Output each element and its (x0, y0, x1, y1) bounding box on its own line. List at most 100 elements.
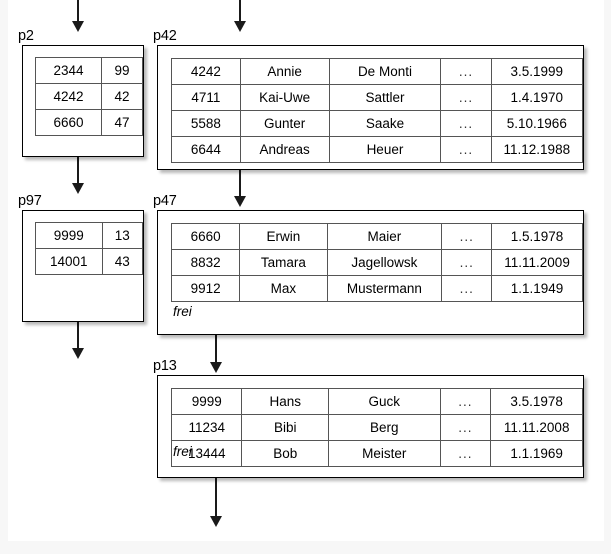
row-more: ... (440, 84, 492, 111)
index-pointer: 43 (101, 248, 144, 275)
arrow-out-of-p97-head (72, 348, 84, 359)
arrow-into-p2 (77, 0, 79, 23)
data-table-p13: 9999 Hans Guck ... 3.5.1978 11234 Bibi B… (170, 388, 583, 467)
row-firstname: Gunter (239, 110, 330, 137)
index-table-p97: 9999 13 14001 43 (35, 222, 144, 275)
index-key: 6660 (35, 109, 102, 136)
row-lastname: Sattler (328, 84, 442, 111)
index-pointer: 42 (101, 83, 143, 110)
row-firstname: Hans (241, 388, 330, 415)
index-pointer: 99 (101, 57, 143, 84)
row-id: 9999 (170, 388, 243, 415)
arrow-p42-to-p47 (239, 168, 241, 201)
arrow-out-of-p13-head (210, 516, 222, 527)
row-firstname: Bibi (241, 414, 330, 441)
row-lastname: Meister (328, 440, 441, 467)
table-row[interactable]: 6660 Erwin Maier ... 1.5.1978 (170, 223, 583, 250)
row-date: 1.1.1949 (491, 275, 583, 302)
table-row[interactable]: 9912 Max Mustermann ... 1.1.1949 (170, 275, 583, 302)
table-row[interactable]: 9999 13 (35, 222, 144, 249)
node-label-p2: p2 (18, 28, 34, 44)
row-more: ... (440, 136, 492, 163)
row-id: 9912 (170, 275, 241, 302)
row-more: ... (441, 275, 493, 302)
row-date: 3.5.1999 (490, 58, 584, 85)
data-table-p42: 4242 Annie De Monti ... 3.5.1999 4711 Ka… (171, 58, 584, 163)
table-row[interactable]: 4242 Annie De Monti ... 3.5.1999 (171, 58, 584, 85)
data-node-p42[interactable]: 4242 Annie De Monti ... 3.5.1999 4711 Ka… (157, 45, 584, 170)
data-node-p13[interactable]: 9999 Hans Guck ... 3.5.1978 11234 Bibi B… (157, 375, 584, 478)
free-space-label-p13: frei (173, 444, 192, 459)
arrow-p42-to-p47-head (234, 196, 246, 207)
node-label-p13: p13 (153, 358, 177, 374)
arrow-p47-to-p13-head (210, 362, 222, 373)
table-row[interactable]: 9999 Hans Guck ... 3.5.1978 (170, 388, 583, 415)
row-more: ... (439, 414, 492, 441)
index-key: 2344 (35, 57, 102, 84)
row-date: 11.11.2008 (490, 414, 583, 441)
row-more: ... (440, 110, 492, 137)
table-row[interactable]: 13444 Bob Meister ... 1.1.1969 (170, 440, 583, 467)
row-id: 5588 (171, 110, 241, 137)
table-row[interactable]: 14001 43 (35, 248, 144, 275)
row-firstname: Annie (239, 58, 330, 85)
row-date: 11.12.1988 (490, 136, 584, 163)
row-id: 11234 (170, 414, 243, 441)
row-date: 1.5.1978 (491, 223, 583, 250)
table-row[interactable]: 8832 Tamara Jagellowsk ... 11.11.2009 (170, 249, 583, 276)
table-row[interactable]: 4711 Kai-Uwe Sattler ... 1.4.1970 (171, 84, 584, 111)
arrow-into-p2-head (72, 21, 84, 32)
arrow-into-p42 (239, 0, 241, 23)
row-id: 8832 (170, 249, 241, 276)
table-row[interactable]: 4242 42 (35, 83, 143, 110)
arrow-out-of-p13 (215, 477, 217, 521)
row-date: 1.4.1970 (490, 84, 584, 111)
row-firstname: Erwin (239, 223, 328, 250)
row-firstname: Kai-Uwe (239, 84, 330, 111)
row-id: 4711 (171, 84, 241, 111)
free-space-label-p47: frei (173, 304, 192, 319)
index-pointer: 13 (101, 222, 144, 249)
row-date: 11.11.2009 (491, 249, 583, 276)
arrow-out-of-p97 (77, 320, 79, 353)
row-date: 5.10.1966 (490, 110, 584, 137)
table-row[interactable]: 6660 47 (35, 109, 143, 136)
node-label-p42: p42 (153, 28, 177, 44)
data-table-p47: 6660 Erwin Maier ... 1.5.1978 8832 Tamar… (170, 223, 583, 302)
index-node-p97[interactable]: 9999 13 14001 43 (22, 210, 144, 322)
row-more: ... (439, 440, 492, 467)
row-date: 1.1.1969 (490, 440, 583, 467)
row-firstname: Max (239, 275, 328, 302)
row-lastname: Guck (328, 388, 441, 415)
arrow-p2-to-p97-head (72, 183, 84, 194)
table-row[interactable]: 6644 Andreas Heuer ... 11.12.1988 (171, 136, 584, 163)
row-firstname: Andreas (239, 136, 330, 163)
index-key: 9999 (35, 222, 103, 249)
index-key: 4242 (35, 83, 102, 110)
row-id: 6644 (171, 136, 241, 163)
row-lastname: Mustermann (326, 275, 443, 302)
row-lastname: Heuer (328, 136, 442, 163)
table-row[interactable]: 2344 99 (35, 57, 143, 84)
row-more: ... (440, 58, 492, 85)
row-lastname: Maier (326, 223, 443, 250)
table-row[interactable]: 11234 Bibi Berg ... 11.11.2008 (170, 414, 583, 441)
node-label-p97: p97 (18, 193, 42, 209)
row-more: ... (441, 249, 493, 276)
index-node-p2[interactable]: 2344 99 4242 42 6660 47 (22, 45, 144, 157)
row-id: 4242 (171, 58, 241, 85)
index-pointer: 47 (101, 109, 143, 136)
row-lastname: Berg (328, 414, 441, 441)
data-node-p47[interactable]: 6660 Erwin Maier ... 1.5.1978 8832 Tamar… (157, 210, 584, 335)
arrow-into-p42-head (234, 21, 246, 32)
arrow-p47-to-p13 (215, 333, 217, 368)
row-id: 13444 (170, 440, 243, 467)
row-more: ... (439, 388, 492, 415)
arrow-p2-to-p97 (77, 155, 79, 188)
table-row[interactable]: 5588 Gunter Saake ... 5.10.1966 (171, 110, 584, 137)
row-id: 6660 (170, 223, 241, 250)
row-firstname: Bob (241, 440, 330, 467)
row-lastname: Jagellowsk (326, 249, 443, 276)
node-label-p47: p47 (153, 193, 177, 209)
